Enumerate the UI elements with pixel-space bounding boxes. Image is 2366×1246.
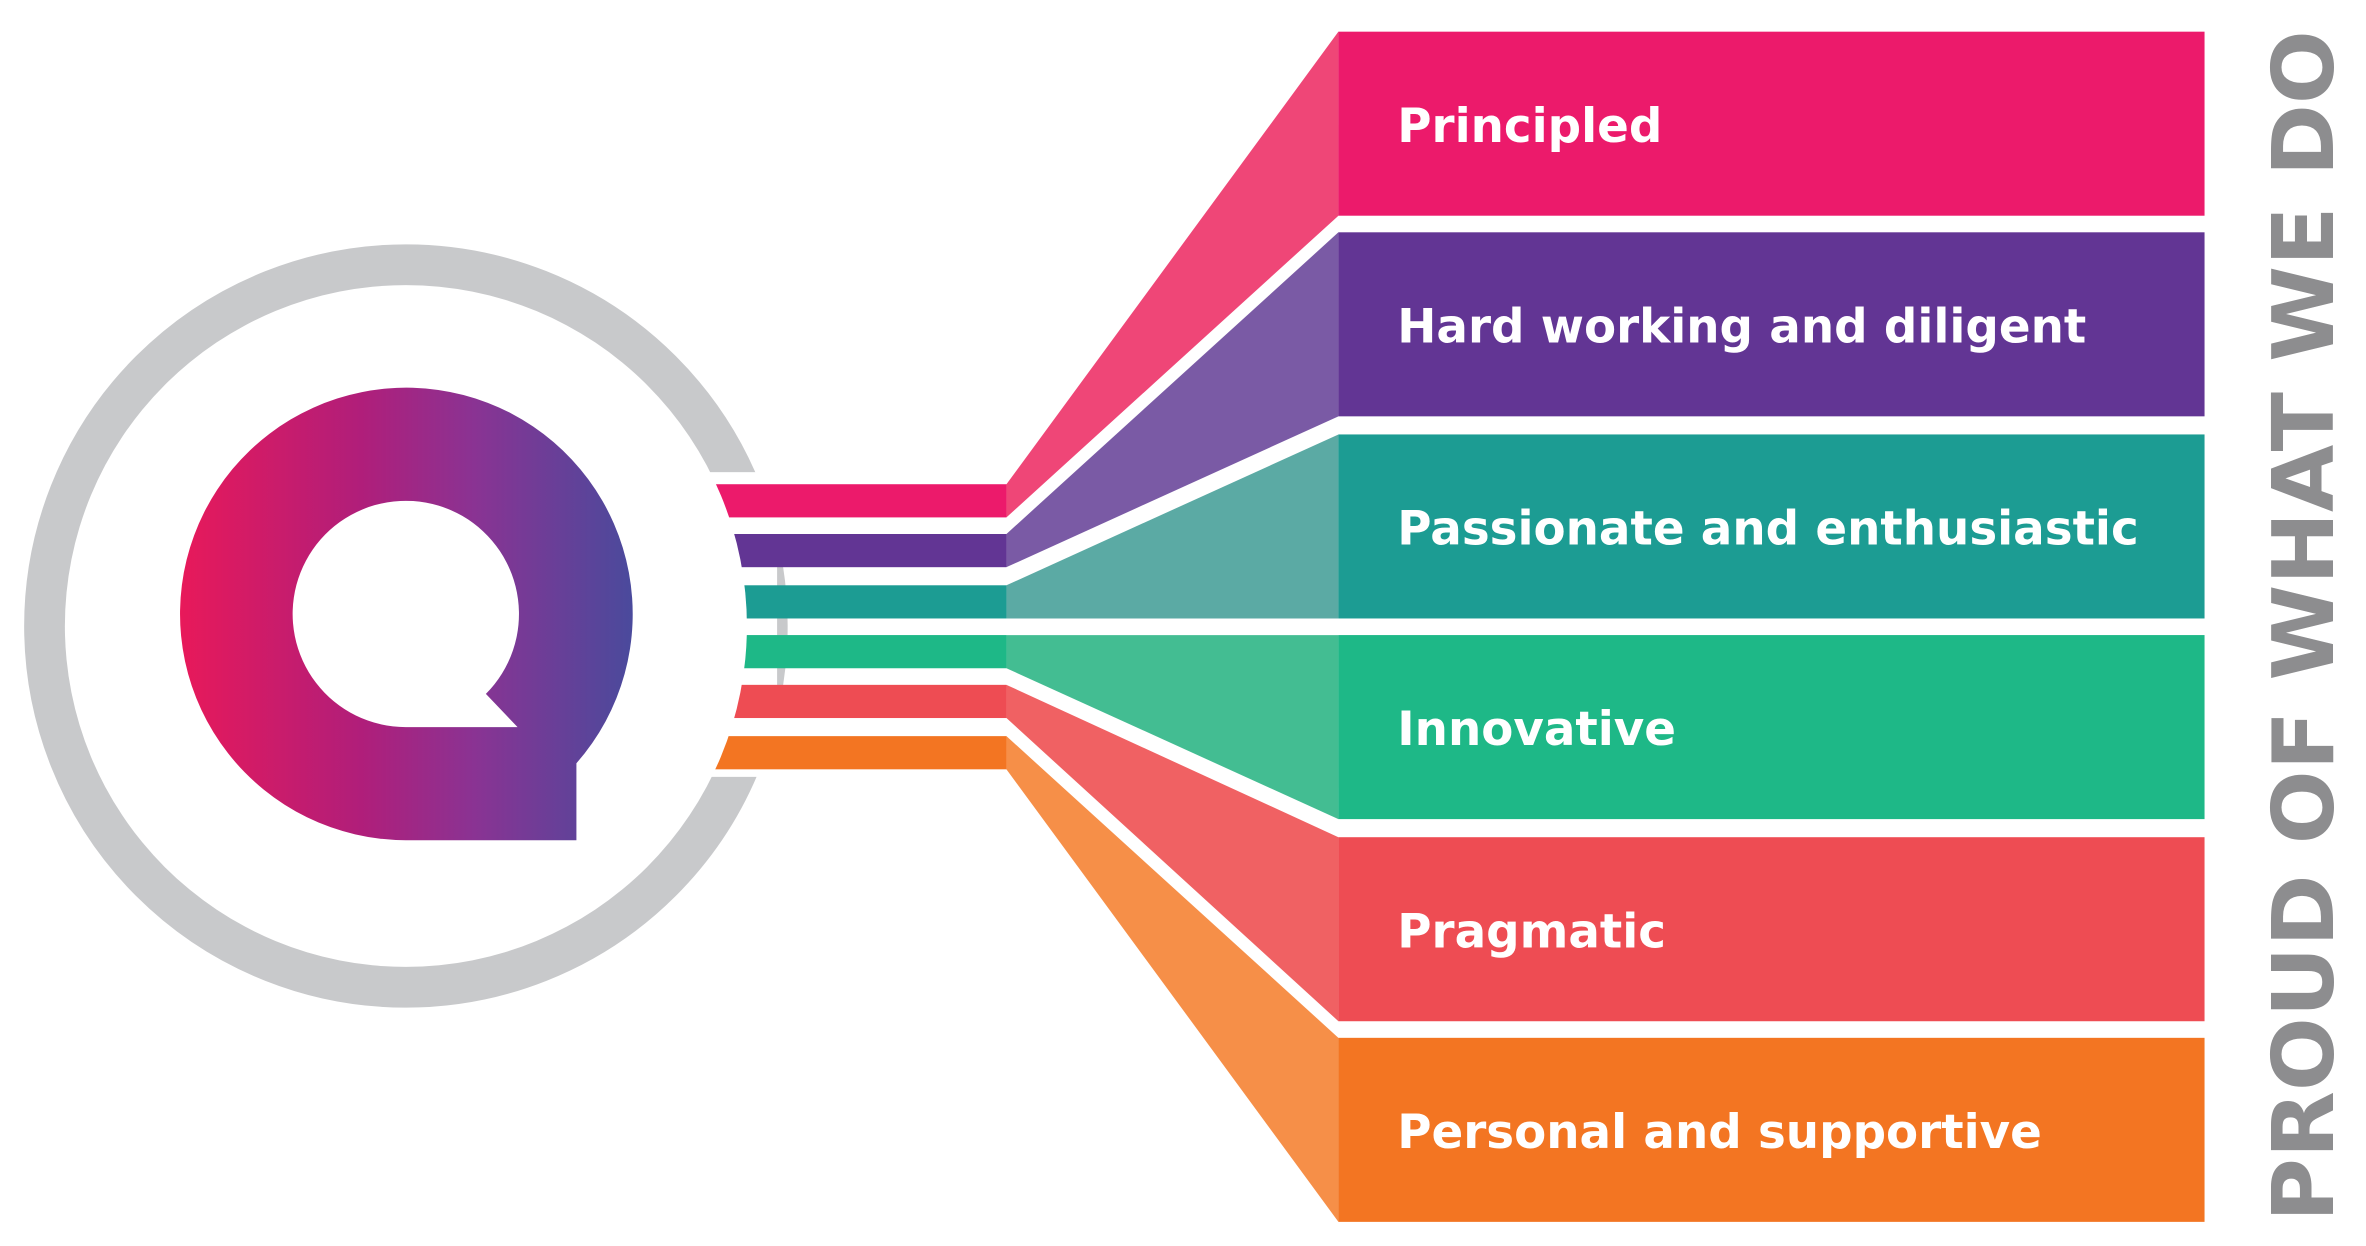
fan-connector: [1006, 434, 1339, 619]
fan-connector: [1006, 31, 1339, 518]
vertical-title: PROUD OF WHAT WE DO: [2255, 30, 2353, 1222]
value-label: Innovative: [1397, 703, 1676, 757]
fan-connector: [1006, 736, 1339, 1222]
value-label: Hard working and diligent: [1397, 300, 2086, 354]
value-box: [1338, 837, 2205, 1022]
value-box: [1338, 31, 2205, 216]
value-label: Passionate and enthusiastic: [1397, 503, 2138, 557]
q-logo-icon: [180, 387, 633, 841]
value-box: [1338, 1037, 2205, 1222]
fan-connector: [1006, 635, 1339, 820]
value-label: Personal and supportive: [1397, 1106, 2042, 1160]
stripe-clip: [64, 285, 747, 967]
fan-connector: [1006, 232, 1339, 568]
value-box: [1338, 232, 2205, 417]
value-label: Pragmatic: [1397, 905, 1666, 959]
value-label: Principled: [1397, 100, 1662, 154]
value-box: [1338, 635, 2205, 820]
fan-connector: [1006, 684, 1339, 1022]
value-box: [1338, 434, 2205, 619]
